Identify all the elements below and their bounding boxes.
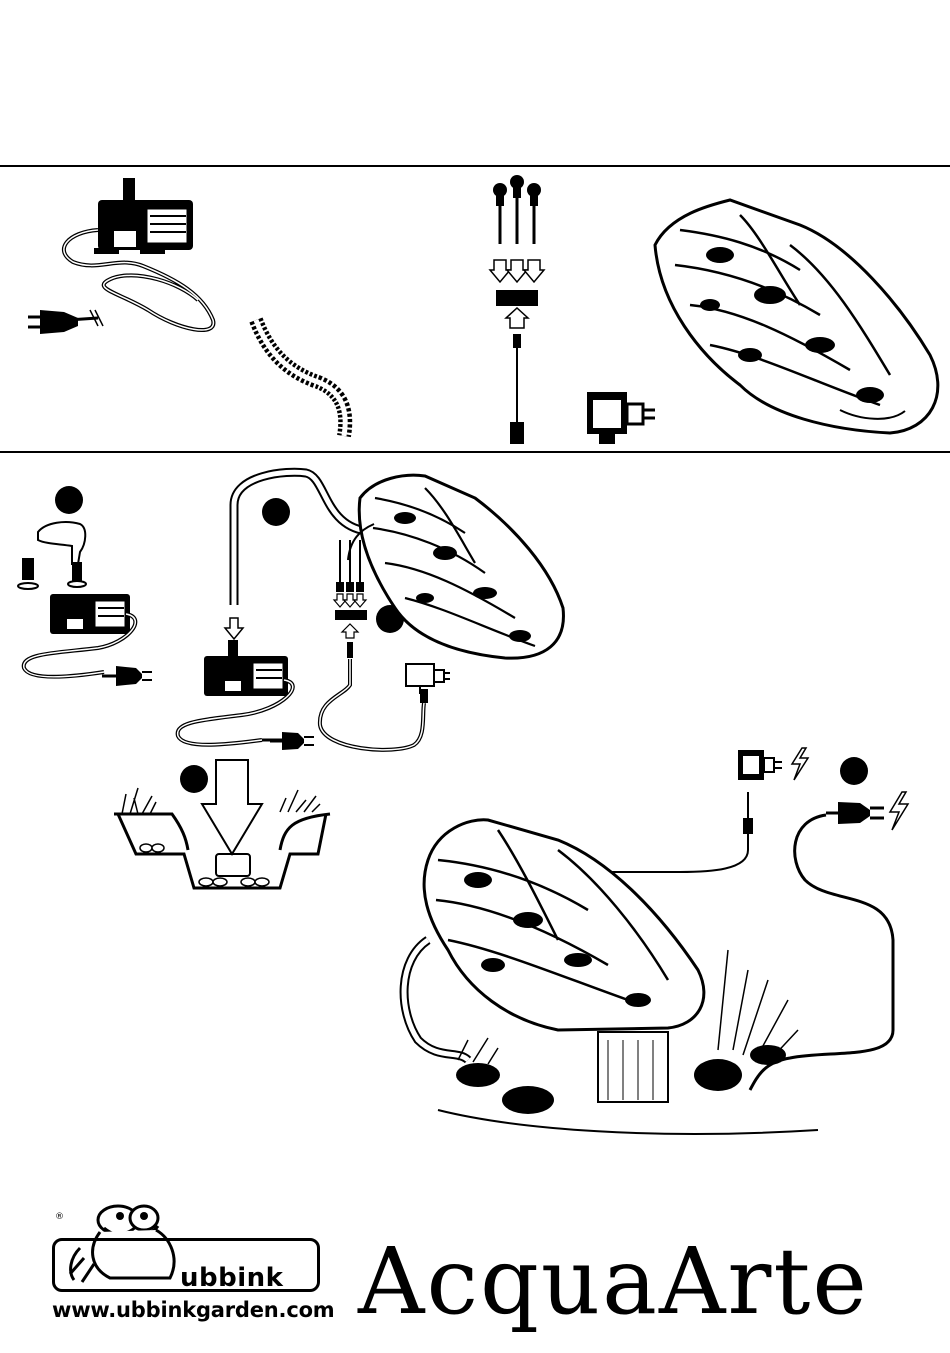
product-name: AcquaArte [358, 1236, 869, 1328]
top-divider [0, 165, 950, 167]
hose-icon [248, 312, 358, 442]
power-plug-icon [28, 308, 88, 338]
transformer-icon [736, 748, 786, 788]
website-url[interactable]: www.ubbinkgarden.com [52, 1298, 334, 1322]
power-plug-icon [270, 730, 320, 752]
step-1-marker [55, 486, 83, 514]
step-5-marker [840, 757, 868, 785]
brand-logo-text: ubbink [180, 1263, 283, 1293]
rock-waterfall-icon [355, 468, 570, 663]
rock-waterfall-icon [398, 800, 838, 1145]
led-light-set-icon [490, 172, 550, 452]
rock-waterfall-icon [650, 185, 950, 435]
transformer-icon [402, 660, 452, 696]
pond-icon [112, 758, 332, 898]
lightning-icon [786, 746, 812, 782]
power-plug-icon [102, 664, 152, 688]
registered-mark: ® [55, 1212, 64, 1222]
arrow-down-icon [224, 618, 244, 640]
transformer-icon [585, 390, 660, 450]
middle-divider [0, 451, 950, 453]
